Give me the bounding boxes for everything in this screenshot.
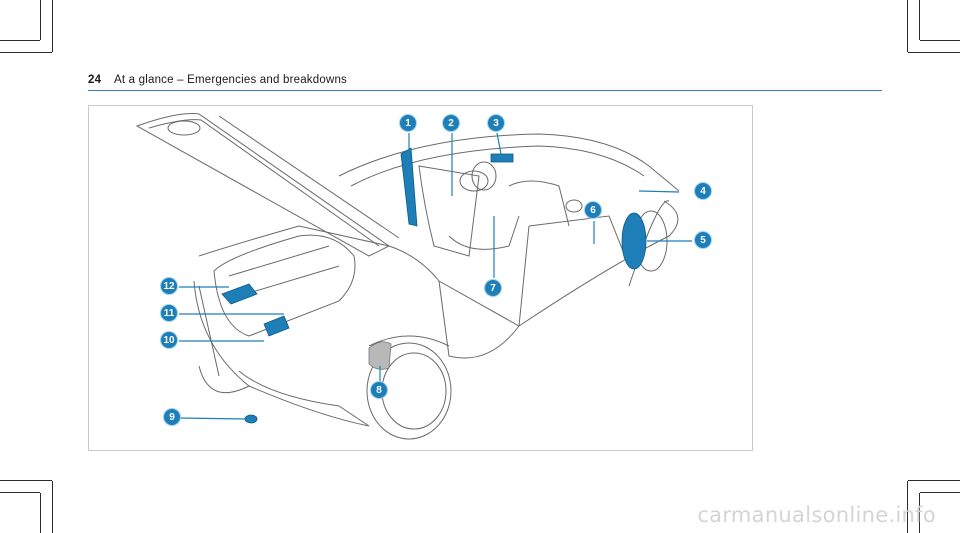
car-illustration — [135, 113, 692, 440]
callout-4: 4 — [694, 182, 712, 200]
rear-wheel — [366, 342, 452, 440]
page-number: 24 — [88, 74, 102, 86]
callout-6: 6 — [584, 201, 602, 219]
callout-1: 1 — [399, 114, 417, 132]
header-rule — [88, 90, 882, 91]
callout-8: 8 — [370, 381, 388, 399]
callout-7: 7 — [484, 279, 502, 297]
b-pillar-highlight — [400, 147, 418, 227]
fuel-filler-flap — [368, 341, 392, 370]
front-tyre-highlight — [621, 212, 647, 270]
callout-3: 3 — [487, 114, 505, 132]
tailgate-outline — [135, 113, 390, 257]
roof-line — [338, 133, 680, 192]
trunk-cavity — [213, 234, 356, 337]
page-title: At a glance – Emergencies and breakdowns — [113, 74, 347, 86]
car-illustration-figure — [88, 105, 753, 451]
warning-triangle-highlight — [263, 315, 290, 337]
page-header: 24 At a glance – Emergencies and breakdo… — [88, 74, 347, 86]
callout-9: 9 — [163, 408, 181, 426]
callout-5: 5 — [694, 231, 712, 249]
first-aid-highlight — [221, 283, 258, 305]
watermark: carmanualsonline.info — [697, 503, 936, 527]
callout-2: 2 — [442, 114, 460, 132]
callout-10: 10 — [160, 331, 178, 349]
callout-11: 11 — [160, 304, 178, 322]
overhead-control-highlight — [490, 153, 514, 163]
callout-12: 12 — [160, 277, 178, 295]
